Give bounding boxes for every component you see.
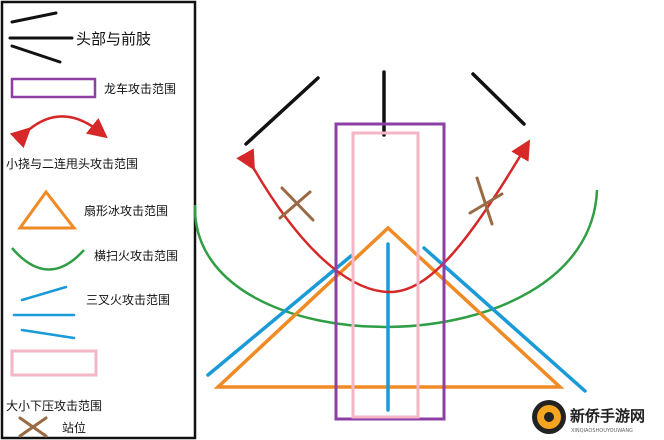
legend-item-head-limbs: 头部与前肢 <box>8 11 151 64</box>
fan-ice-label: 扇形冰攻击范围 <box>84 203 168 218</box>
trident-fire-label: 三叉火攻击范围 <box>86 293 170 307</box>
watermark-title: 新侨手游网 <box>570 407 645 425</box>
fan-ice-swatch <box>17 189 78 230</box>
left-forelimb <box>244 76 320 146</box>
legend-item-scratch-tail: 小挠与二连甩头攻击范围 <box>6 115 138 171</box>
right-forelimb <box>471 72 526 126</box>
scratch-tail-arrow <box>236 139 531 294</box>
dragon-car-swatch <box>10 77 97 99</box>
press-attack-range <box>351 131 420 419</box>
legend-item-fan-ice: 扇形冰攻击范围 <box>17 189 168 230</box>
sweep-fire-swatch <box>11 247 85 271</box>
sweep-fire-label: 横扫火攻击范围 <box>94 249 178 263</box>
stand-position-left <box>278 186 315 222</box>
watermark: 新侨手游网 XINQIAOSHOUYOUWANG <box>532 400 645 434</box>
legend-item-dragon-car: 龙车攻击范围 <box>10 77 176 99</box>
dragon-car-range <box>334 122 446 421</box>
scratch-tail-label: 小挠与二连甩头攻击范围 <box>6 156 138 171</box>
head-limbs-swatch <box>8 11 74 64</box>
attack-range-diagram <box>193 70 599 421</box>
head-limbs-label: 头部与前肢 <box>76 30 151 48</box>
sweep-fire-arc <box>193 189 599 329</box>
legend-border <box>0 0 197 440</box>
stand-position-label: 站位 <box>62 420 86 435</box>
scratch-tail-swatch <box>9 115 108 149</box>
trident-left <box>206 254 353 377</box>
legend-item-sweep-fire: 横扫火攻击范围 <box>11 247 178 271</box>
trident-fire-swatch <box>12 285 76 340</box>
press-attack-swatch <box>10 349 98 377</box>
legend-panel: 头部与前肢 龙车攻击范围 小挠与二连甩头攻击范围 扇形冰攻击范围 横扫火攻击范围 <box>0 0 197 440</box>
press-attack-label: 大小下压攻击范围 <box>6 399 102 413</box>
legend-item-trident-fire: 三叉火攻击范围 <box>12 285 170 340</box>
stand-position-right <box>468 176 504 226</box>
legend-item-press-attack: 大小下压攻击范围 <box>6 349 102 413</box>
watermark-subtitle: XINQIAOSHOUYOUWANG <box>571 428 633 434</box>
watermark-logo <box>532 400 566 434</box>
dragon-car-label: 龙车攻击范围 <box>104 81 176 96</box>
trident-right <box>422 246 587 393</box>
stand-position-swatch <box>18 416 48 438</box>
legend-item-stand-position: 站位 <box>18 416 86 438</box>
trident-fire-lines <box>206 242 587 412</box>
